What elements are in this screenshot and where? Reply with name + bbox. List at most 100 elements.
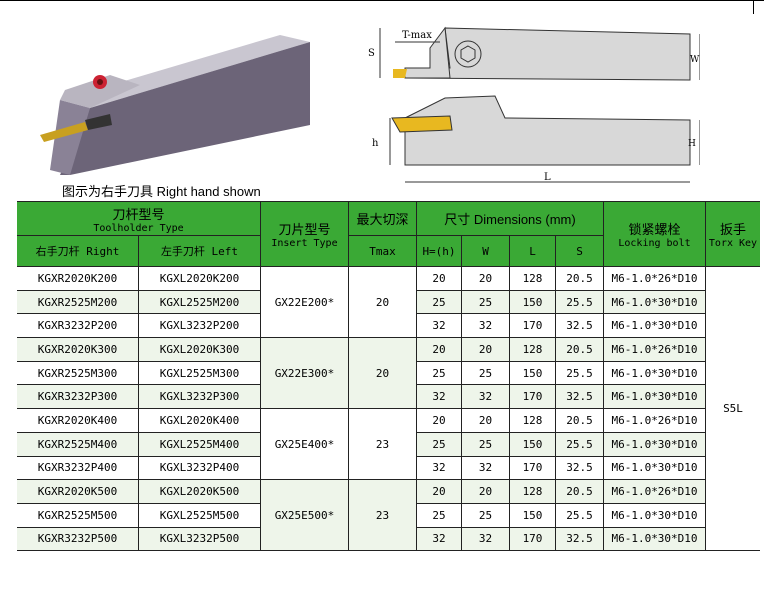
label-l: L bbox=[544, 172, 551, 183]
l-value: 150 bbox=[509, 502, 556, 528]
h-value: 25 bbox=[416, 502, 462, 528]
s-header: S bbox=[555, 235, 604, 267]
right-border bbox=[753, 0, 754, 14]
insert-type: GX22E200* bbox=[260, 265, 349, 339]
right-model: KGXR2020K300 bbox=[17, 337, 139, 362]
s-value: 20.5 bbox=[555, 266, 604, 291]
h-value: 25 bbox=[416, 431, 462, 457]
tmax-value: 23 bbox=[348, 479, 417, 552]
label-H: H bbox=[688, 139, 696, 149]
right-model: KGXR3232P500 bbox=[17, 526, 139, 552]
h-header: H=(h) bbox=[416, 235, 462, 267]
h-value: 20 bbox=[416, 408, 462, 433]
h-value: 32 bbox=[416, 526, 462, 552]
insert-icon bbox=[40, 122, 88, 142]
right-model: KGXR2020K500 bbox=[17, 479, 139, 504]
locking-bolt: M6-1.0*30*D10 bbox=[603, 431, 706, 457]
w-value: 32 bbox=[461, 384, 510, 410]
right-model: KGXR2020K400 bbox=[17, 408, 139, 433]
left-model: KGXL2020K200 bbox=[138, 266, 261, 291]
locking-bolt: M6-1.0*26*D10 bbox=[603, 479, 706, 504]
left-model: KGXL2020K400 bbox=[138, 408, 261, 433]
locking-bolt: M6-1.0*30*D10 bbox=[603, 313, 706, 339]
s-value: 32.5 bbox=[555, 313, 604, 339]
locking-bolt: M6-1.0*30*D10 bbox=[603, 289, 706, 315]
dimension-drawing: S T-max W h H L bbox=[368, 26, 700, 183]
left-model: KGXL2525M200 bbox=[138, 289, 261, 315]
toolholder-cn: 刀杆型号 bbox=[112, 206, 165, 222]
l-header: L bbox=[509, 235, 556, 267]
label-w: W bbox=[690, 55, 700, 65]
h-value: 32 bbox=[416, 455, 462, 481]
locking-bolt: M6-1.0*26*D10 bbox=[603, 408, 706, 433]
locking-bolt: M6-1.0*30*D10 bbox=[603, 360, 706, 386]
torx-key: S5L bbox=[705, 265, 760, 552]
h-value: 32 bbox=[416, 313, 462, 339]
insert-en: Insert Type bbox=[271, 238, 338, 249]
key-cn: 扳手 bbox=[719, 222, 746, 237]
w-header: W bbox=[461, 235, 510, 267]
s-value: 20.5 bbox=[555, 479, 604, 504]
w-value: 25 bbox=[461, 502, 510, 528]
h-value: 20 bbox=[416, 266, 462, 291]
left-model: KGXL2525M300 bbox=[138, 360, 261, 386]
depth-cn: 最大切深 bbox=[356, 212, 409, 227]
tmax-header: Tmax bbox=[348, 235, 417, 267]
right-model: KGXR2525M300 bbox=[17, 360, 139, 386]
w-value: 32 bbox=[461, 455, 510, 481]
toolholder-en: Toolholder Type bbox=[93, 222, 184, 234]
tmax-value: 20 bbox=[348, 265, 417, 339]
w-value: 32 bbox=[461, 313, 510, 339]
right-header: 右手刀杆 Right bbox=[17, 235, 139, 267]
l-value: 128 bbox=[509, 266, 556, 291]
insert-type: GX25E500* bbox=[260, 479, 349, 552]
image-caption: 图示为右手刀具 Right hand shown bbox=[62, 184, 261, 199]
left-model: KGXL3232P200 bbox=[138, 313, 261, 339]
bolt-cn: 锁紧螺栓 bbox=[628, 222, 681, 237]
s-value: 20.5 bbox=[555, 408, 604, 433]
depth-header: 最大切深 bbox=[348, 201, 417, 236]
s-value: 25.5 bbox=[555, 289, 604, 315]
right-model: KGXR3232P200 bbox=[17, 313, 139, 339]
locking-bolt: M6-1.0*26*D10 bbox=[603, 266, 706, 291]
h-value: 20 bbox=[416, 479, 462, 504]
l-value: 170 bbox=[509, 455, 556, 481]
locking-bolt: M6-1.0*26*D10 bbox=[603, 337, 706, 362]
s-value: 32.5 bbox=[555, 384, 604, 410]
label-h: h bbox=[372, 138, 379, 149]
w-value: 20 bbox=[461, 337, 510, 362]
bolt-en: Locking bolt bbox=[618, 238, 691, 249]
s-value: 32.5 bbox=[555, 455, 604, 481]
right-model: KGXR3232P400 bbox=[17, 455, 139, 481]
h-value: 20 bbox=[416, 337, 462, 362]
top-border bbox=[0, 0, 764, 1]
s-value: 25.5 bbox=[555, 360, 604, 386]
l-value: 150 bbox=[509, 289, 556, 315]
left-model: KGXL3232P400 bbox=[138, 455, 261, 481]
right-model: KGXR2525M500 bbox=[17, 502, 139, 528]
dimensions-header: 尺寸 Dimensions (mm) bbox=[416, 201, 604, 236]
s-value: 25.5 bbox=[555, 431, 604, 457]
h-value: 32 bbox=[416, 384, 462, 410]
s-value: 20.5 bbox=[555, 337, 604, 362]
h-value: 25 bbox=[416, 289, 462, 315]
toolholder-3d-image bbox=[40, 35, 310, 175]
w-value: 20 bbox=[461, 479, 510, 504]
right-model: KGXR3232P300 bbox=[17, 384, 139, 410]
w-value: 25 bbox=[461, 431, 510, 457]
tmax-value: 23 bbox=[348, 408, 417, 481]
key-en: Torx Key bbox=[708, 238, 758, 249]
